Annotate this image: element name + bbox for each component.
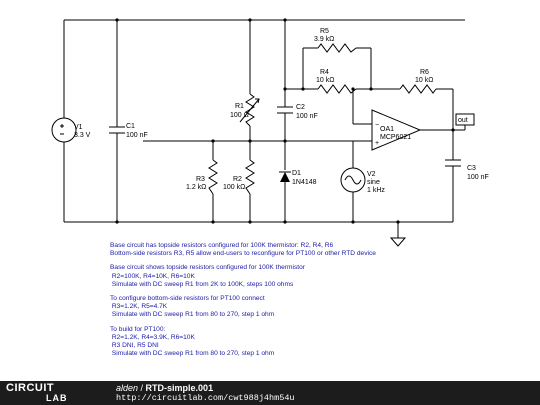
- note-line: Bottom-side resistors R3, R5 allow end-u…: [110, 250, 376, 258]
- oa1-opamp-symbol: − +: [371, 109, 422, 151]
- r3-resistor-symbol: [208, 159, 218, 195]
- d1-name: D1: [292, 170, 301, 177]
- c2-capacitor-symbol: [277, 106, 293, 114]
- r4-value: 10 kΩ: [316, 77, 334, 84]
- r6-value: 10 kΩ: [415, 77, 433, 84]
- r5-resistor-symbol: [317, 43, 357, 53]
- r2-resistor-symbol: [245, 159, 255, 195]
- r6-resistor-symbol: [399, 84, 437, 94]
- c1-value: 100 nF: [126, 132, 148, 139]
- d1-diode-symbol: [279, 171, 291, 182]
- r3-value: 1.2 kΩ: [186, 184, 206, 191]
- r5-value: 3.9 kΩ: [314, 36, 334, 43]
- logo-text-lab: LAB: [46, 393, 68, 403]
- v1-source-symbol: [51, 117, 77, 143]
- circuit-schematic: V1 3.3 V C1 100 nF R1 100 Ω C2 100 nF R5…: [51, 18, 489, 247]
- junction-dots: [115, 18, 455, 224]
- c3-name: C3: [467, 165, 476, 172]
- v2-value: 1 kHz: [367, 187, 385, 194]
- notes-paragraph: To configure bottom-side resistors for P…: [110, 295, 530, 320]
- oa1-name: OA1: [380, 126, 394, 133]
- c1-name: C1: [126, 123, 135, 130]
- v2-name: V2: [367, 171, 376, 178]
- note-line: Simulate with DC sweep R1 from 80 to 270…: [110, 311, 275, 319]
- logo-text-circuit: CIRCUIT: [6, 382, 55, 394]
- note-line: Base circuit shows topside resistors con…: [110, 264, 305, 272]
- note-line: R2=1.2K, R4=3.9K, R6=10K: [110, 333, 195, 341]
- c2-value: 100 nF: [296, 113, 318, 120]
- c2-name: C2: [296, 104, 305, 111]
- note-line: R2=100K, R4=10K, R6=10K: [110, 272, 195, 280]
- d1-value: 1N4148: [292, 179, 317, 186]
- note-line: To configure bottom-side resistors for P…: [110, 295, 265, 303]
- notes-paragraph: Base circuit shows topside resistors con…: [110, 264, 530, 289]
- r2-value: 100 kΩ: [223, 184, 245, 191]
- wires: [63, 19, 465, 238]
- v2-sine-source-symbol: [340, 167, 366, 193]
- footer-bar: CIRCUIT LAB alden / RTD-simple.001 http:…: [0, 381, 540, 405]
- r1-name: R1: [235, 103, 244, 110]
- r4-name: R4: [320, 69, 329, 76]
- note-line: Simulate with DC sweep R1 from 80 to 270…: [110, 350, 275, 358]
- v1-value: 3.3 V: [74, 132, 91, 139]
- opamp-minus-sign: −: [375, 122, 379, 129]
- r4-resistor-symbol: [317, 84, 357, 94]
- r6-name: R6: [420, 69, 429, 76]
- note-line: R3 DNI, R5 DNI: [110, 342, 159, 350]
- author-link[interactable]: alden: [116, 383, 139, 393]
- v2-type: sine: [367, 179, 380, 186]
- note-line: To build for PT100:: [110, 325, 166, 333]
- circuit-title-link[interactable]: RTD-simple.001: [145, 383, 214, 393]
- credit-separator: /: [138, 383, 146, 393]
- circuitlab-logo[interactable]: CIRCUIT LAB: [6, 382, 90, 404]
- r2-name: R2: [233, 176, 242, 183]
- notes-block: Base circuit has topside resistors confi…: [110, 242, 530, 364]
- v1-name: V1: [74, 124, 83, 131]
- note-line: Base circuit has topside resistors confi…: [110, 242, 334, 249]
- ground-symbol: [389, 237, 407, 247]
- circuit-credit: alden / RTD-simple.001: [116, 383, 213, 393]
- out-label-text: out: [458, 117, 468, 124]
- opamp-plus-sign: +: [375, 140, 379, 147]
- c3-capacitor-symbol: [445, 159, 461, 167]
- out-net-label: out: [455, 113, 475, 130]
- oa1-value: MCP6021: [380, 134, 411, 141]
- r3-name: R3: [196, 176, 205, 183]
- note-line: R3=1.2K, R5=4.7K: [110, 303, 168, 311]
- r5-name: R5: [320, 28, 329, 35]
- r1-value: 100 Ω: [230, 112, 249, 119]
- c1-capacitor-symbol: [109, 126, 125, 134]
- note-line: Simulate with DC sweep R1 from 2K to 100…: [110, 280, 294, 288]
- c3-value: 100 nF: [467, 174, 489, 181]
- notes-paragraph: Base circuit has topside resistors confi…: [110, 242, 530, 258]
- r1-resistor-symbol: [239, 93, 260, 127]
- notes-paragraph: To build for PT100: R2=1.2K, R4=3.9K, R6…: [110, 326, 530, 359]
- circuit-url-link[interactable]: http://circuitlab.com/cwt988j4hm54u: [116, 393, 295, 403]
